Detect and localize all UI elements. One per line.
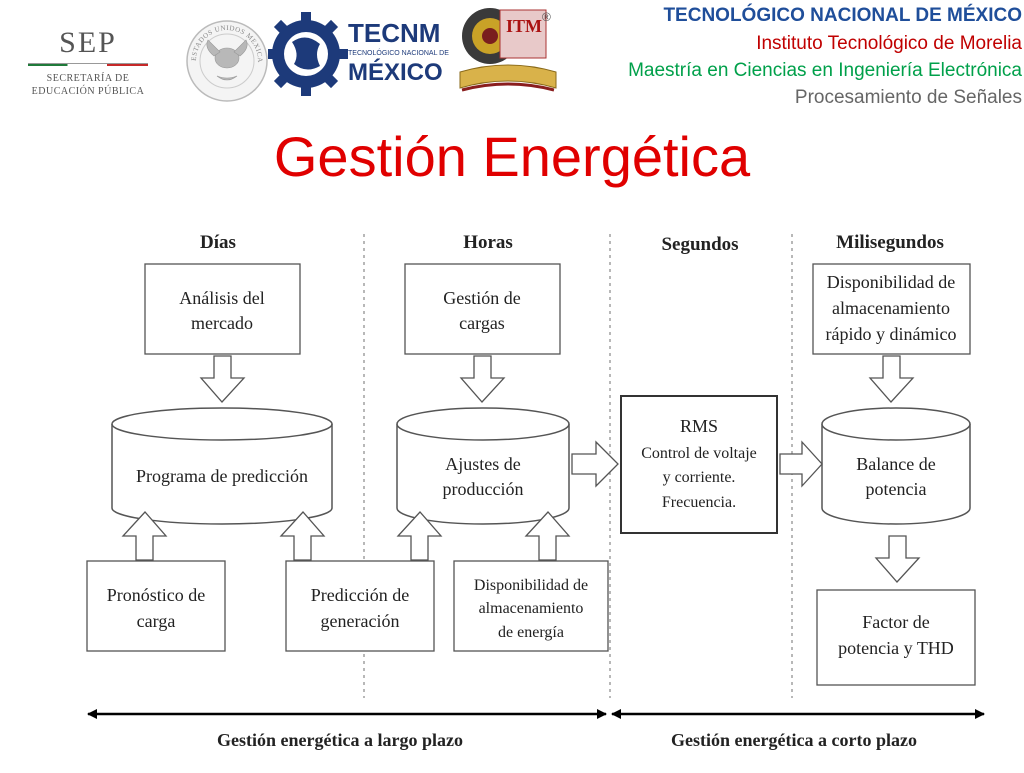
cylinder-balance-potencia-line2: potencia: [866, 479, 927, 499]
box-factor-potencia-line2: potencia y THD: [838, 638, 954, 658]
box-prediccion-generacion-line2: generación: [321, 611, 400, 631]
box-pronostico-carga: [86, 560, 226, 652]
cylinder-balance-potencia-line1: Balance de: [856, 454, 935, 474]
box-gestion-cargas-line1: Gestión de: [443, 288, 520, 308]
box-factor-potencia: [816, 589, 976, 686]
arrow-up-prediccion-left: [279, 511, 326, 561]
box-analisis-mercado-line2: mercado: [191, 313, 253, 333]
column-header-segundos: Segundos: [661, 234, 738, 255]
energy-management-diagram: Días Horas Segundos Milisegundos Análisi…: [0, 210, 1024, 768]
itm-logo-letters: ITM: [506, 16, 542, 36]
box-rms: [620, 395, 778, 534]
box-gestion-cargas: [404, 263, 561, 355]
arrow-right-to-rms: [571, 440, 619, 488]
cylinder-balance-potencia: [821, 407, 971, 525]
box-analisis-mercado: [144, 263, 301, 355]
box-rms-line3: y corriente.: [663, 469, 736, 486]
slide-title: Gestión Energética: [273, 125, 751, 188]
institution-line-4: Procesamiento de Señales: [794, 87, 1022, 108]
box-analisis-mercado-line1: Análisis del: [179, 288, 265, 308]
cylinder-programa-prediccion-label: Programa de predicción: [136, 466, 308, 486]
box-factor-potencia-line1: Factor de: [862, 612, 929, 632]
arrow-down-gestion: [459, 355, 506, 403]
tecnm-logo: TECNM TECNOLÓGICO NACIONAL DE MÉXICO: [264, 2, 450, 114]
box-prediccion-generacion-line1: Predicción de: [311, 585, 409, 605]
cylinder-programa-prediccion: [111, 407, 333, 525]
tecnm-gear-icon: [264, 12, 348, 96]
registered-mark: ®: [542, 10, 551, 24]
box-disponibilidad-rapido-line2: almacenamiento: [832, 298, 950, 318]
column-header-horas: Horas: [463, 232, 513, 253]
arrow-down-disponibilidad-rapido: [868, 355, 915, 403]
tecnm-logo-subword: TECNOLÓGICO NACIONAL DE: [348, 48, 449, 57]
arrow-down-factor: [874, 535, 921, 583]
sep-logo-subtitle: SECRETARÍA DE EDUCACIÓN PÚBLICA: [8, 72, 168, 98]
arrow-up-pronostico: [121, 511, 168, 561]
column-header-milisegundos: Milisegundos: [836, 232, 944, 253]
box-rms-title: RMS: [680, 416, 718, 436]
box-disponibilidad-energia-line1: Disponibilidad de: [474, 577, 588, 594]
sep-logo: SEP SECRETARÍA DE EDUCACIÓN PÚBLICA: [8, 12, 168, 104]
box-rms-line2: Control de voltaje: [641, 445, 757, 462]
institution-line-2: Instituto Tecnológico de Morelia: [756, 33, 1022, 54]
cylinder-ajustes-produccion: [396, 407, 570, 525]
cylinder-ajustes-produccion-line1: Ajustes de: [445, 454, 521, 474]
institution-line-1: TECNOLÓGICO NACIONAL DE MÉXICO: [663, 5, 1022, 26]
arrow-up-disponibilidad: [524, 511, 571, 561]
sep-logo-word: SEP: [59, 26, 117, 59]
box-gestion-cargas-line2: cargas: [459, 313, 505, 333]
itm-logo: ITM: [456, 2, 560, 98]
box-disponibilidad-rapido-line1: Disponibilidad de: [827, 272, 956, 292]
timeline-short-term-label: Gestión energética a corto plazo: [671, 730, 917, 750]
box-disponibilidad-rapido-line3: rápido y dinámico: [826, 324, 957, 344]
arrow-down-analisis: [199, 355, 246, 403]
cylinder-ajustes-produccion-line2: producción: [443, 479, 524, 499]
box-disponibilidad-energia-line2: almacenamiento: [479, 600, 584, 617]
box-pronostico-carga-line1: Pronóstico de: [107, 585, 206, 605]
box-disponibilidad-rapido: [812, 263, 971, 355]
sep-logo-subtitle-line2: EDUCACIÓN PÚBLICA: [31, 86, 145, 97]
timeline-long-term-label: Gestión energética a largo plazo: [217, 730, 463, 750]
national-seal-logo: ESTADOS UNIDOS MEXICANOS: [181, 12, 270, 104]
sep-logo-subtitle-line1: SECRETARÍA DE: [46, 73, 130, 84]
box-pronostico-carga-line2: carga: [137, 611, 176, 631]
box-disponibilidad-energia-line3: de energía: [498, 624, 564, 641]
box-disponibilidad-energia: [453, 560, 609, 652]
arrow-right-to-balance: [779, 440, 823, 488]
tecnm-logo-mexico: MÉXICO: [348, 58, 443, 86]
arrow-up-prediccion-right: [396, 511, 443, 561]
tecnm-logo-word: TECNM: [348, 18, 440, 48]
box-prediccion-generacion: [285, 560, 435, 652]
sep-logo-tricolor-line: [28, 63, 148, 66]
institution-line-3: Maestría en Ciencias en Ingeniería Elect…: [628, 60, 1022, 81]
column-header-dias: Días: [200, 232, 236, 253]
box-rms-line4: Frecuencia.: [662, 494, 736, 511]
